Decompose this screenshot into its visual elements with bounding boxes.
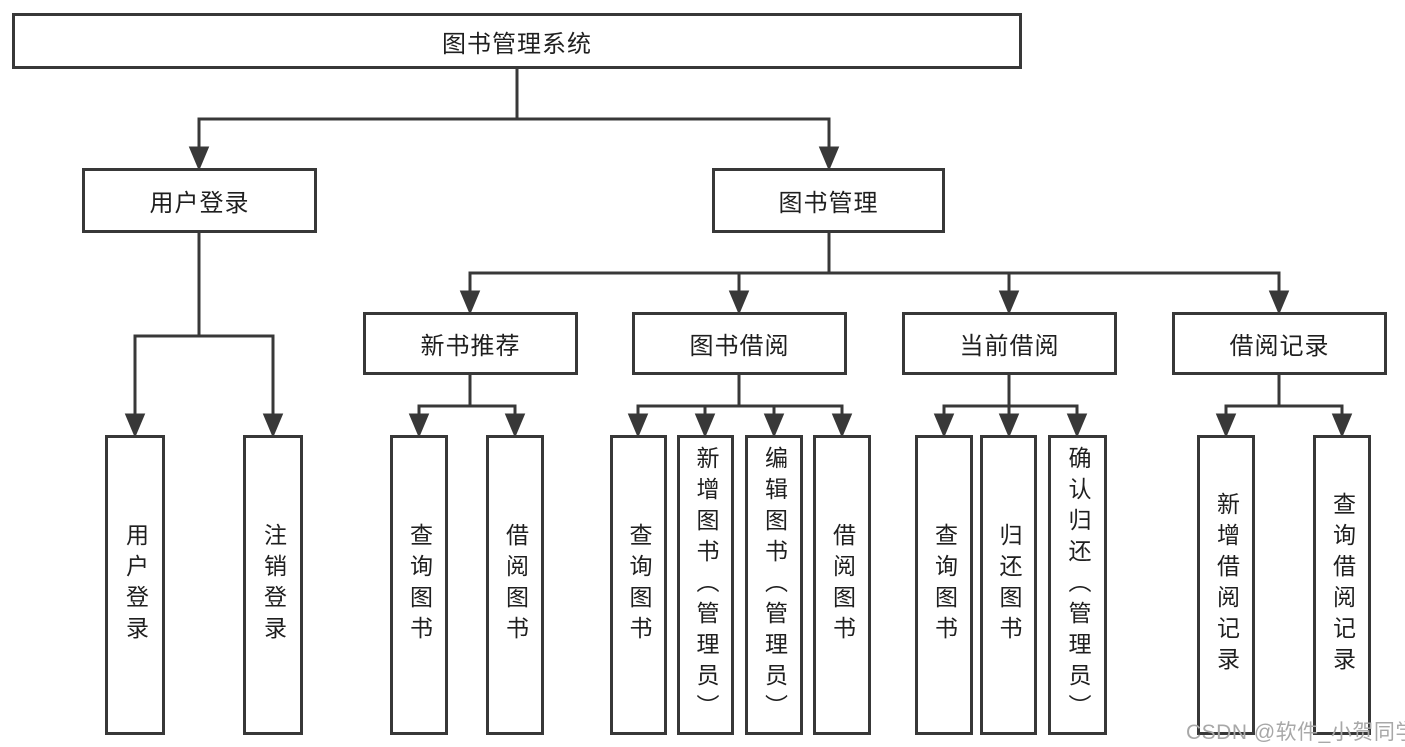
leaf-confirm-return-admin-label: 确认归还（管理员） [1065,445,1091,725]
leaf-logout-label: 注销登录 [260,523,287,647]
node-new-book-recommendation-label: 新书推荐 [420,333,521,360]
leaf-add-borrow-record: 新增借阅记录 [1197,435,1255,735]
leaf-query-books-borrow: 查询图书 [610,435,667,735]
leaf-return-books: 归还图书 [980,435,1037,735]
leaf-borrow-books-newbook-label: 借阅图书 [502,523,529,647]
node-current-borrowing: 当前借阅 [902,312,1117,375]
node-new-book-recommendation: 新书推荐 [363,312,578,375]
leaf-logout: 注销登录 [243,435,303,735]
leaf-return-books-label: 归还图书 [996,523,1022,647]
leaf-user-login-label: 用户登录 [122,523,149,647]
leaf-query-books-borrow-label: 查询图书 [626,523,652,647]
node-book-borrowing: 图书借阅 [632,312,847,375]
leaf-add-borrow-record-label: 新增借阅记录 [1213,492,1240,678]
leaf-query-borrow-record: 查询借阅记录 [1313,435,1371,735]
leaf-query-borrow-record-label: 查询借阅记录 [1329,492,1356,678]
node-library-system-label: 图书管理系统 [442,30,592,58]
leaf-query-books-current-label: 查询图书 [931,523,958,647]
leaf-borrow-books-newbook: 借阅图书 [486,435,544,735]
node-borrowing-records-label: 借阅记录 [1229,333,1330,360]
connector-record-to-leaves [1215,375,1353,438]
leaf-borrow-books: 借阅图书 [813,435,871,735]
node-borrowing-records: 借阅记录 [1172,312,1387,375]
leaf-query-books-current: 查询图书 [915,435,973,735]
node-book-borrowing-label: 图书借阅 [689,333,790,360]
leaf-add-books-admin: 新增图书（管理员） [677,435,734,735]
connector-current-to-leaves [933,375,1088,438]
node-book-management-label: 图书管理 [778,190,879,217]
leaf-edit-books-admin: 编辑图书（管理员） [745,435,803,735]
leaf-borrow-books-label: 借阅图书 [829,523,856,647]
node-user-login: 用户登录 [82,168,317,233]
leaf-confirm-return-admin: 确认归还（管理员） [1048,435,1107,735]
leaf-query-books-newbook-label: 查询图书 [406,523,433,647]
csdn-watermark: CSDN @软件_小贺同学 [1186,721,1405,744]
node-user-login-label: 用户登录 [149,190,250,217]
leaf-add-books-admin-label: 新增图书（管理员） [693,445,719,725]
leaf-query-books-newbook: 查询图书 [390,435,448,735]
node-current-borrowing-label: 当前借阅 [959,333,1060,360]
leaf-user-login: 用户登录 [105,435,165,735]
node-book-management: 图书管理 [712,168,945,233]
connector-borrow-to-leaves [627,375,853,438]
connector-root-to-level2 [188,69,840,171]
connector-management-to-level3 [459,233,1290,315]
connector-newbook-to-leaves [408,375,526,438]
leaf-edit-books-admin-label: 编辑图书（管理员） [761,445,788,725]
connector-login-to-leaves [124,233,284,438]
node-library-system: 图书管理系统 [12,13,1022,69]
